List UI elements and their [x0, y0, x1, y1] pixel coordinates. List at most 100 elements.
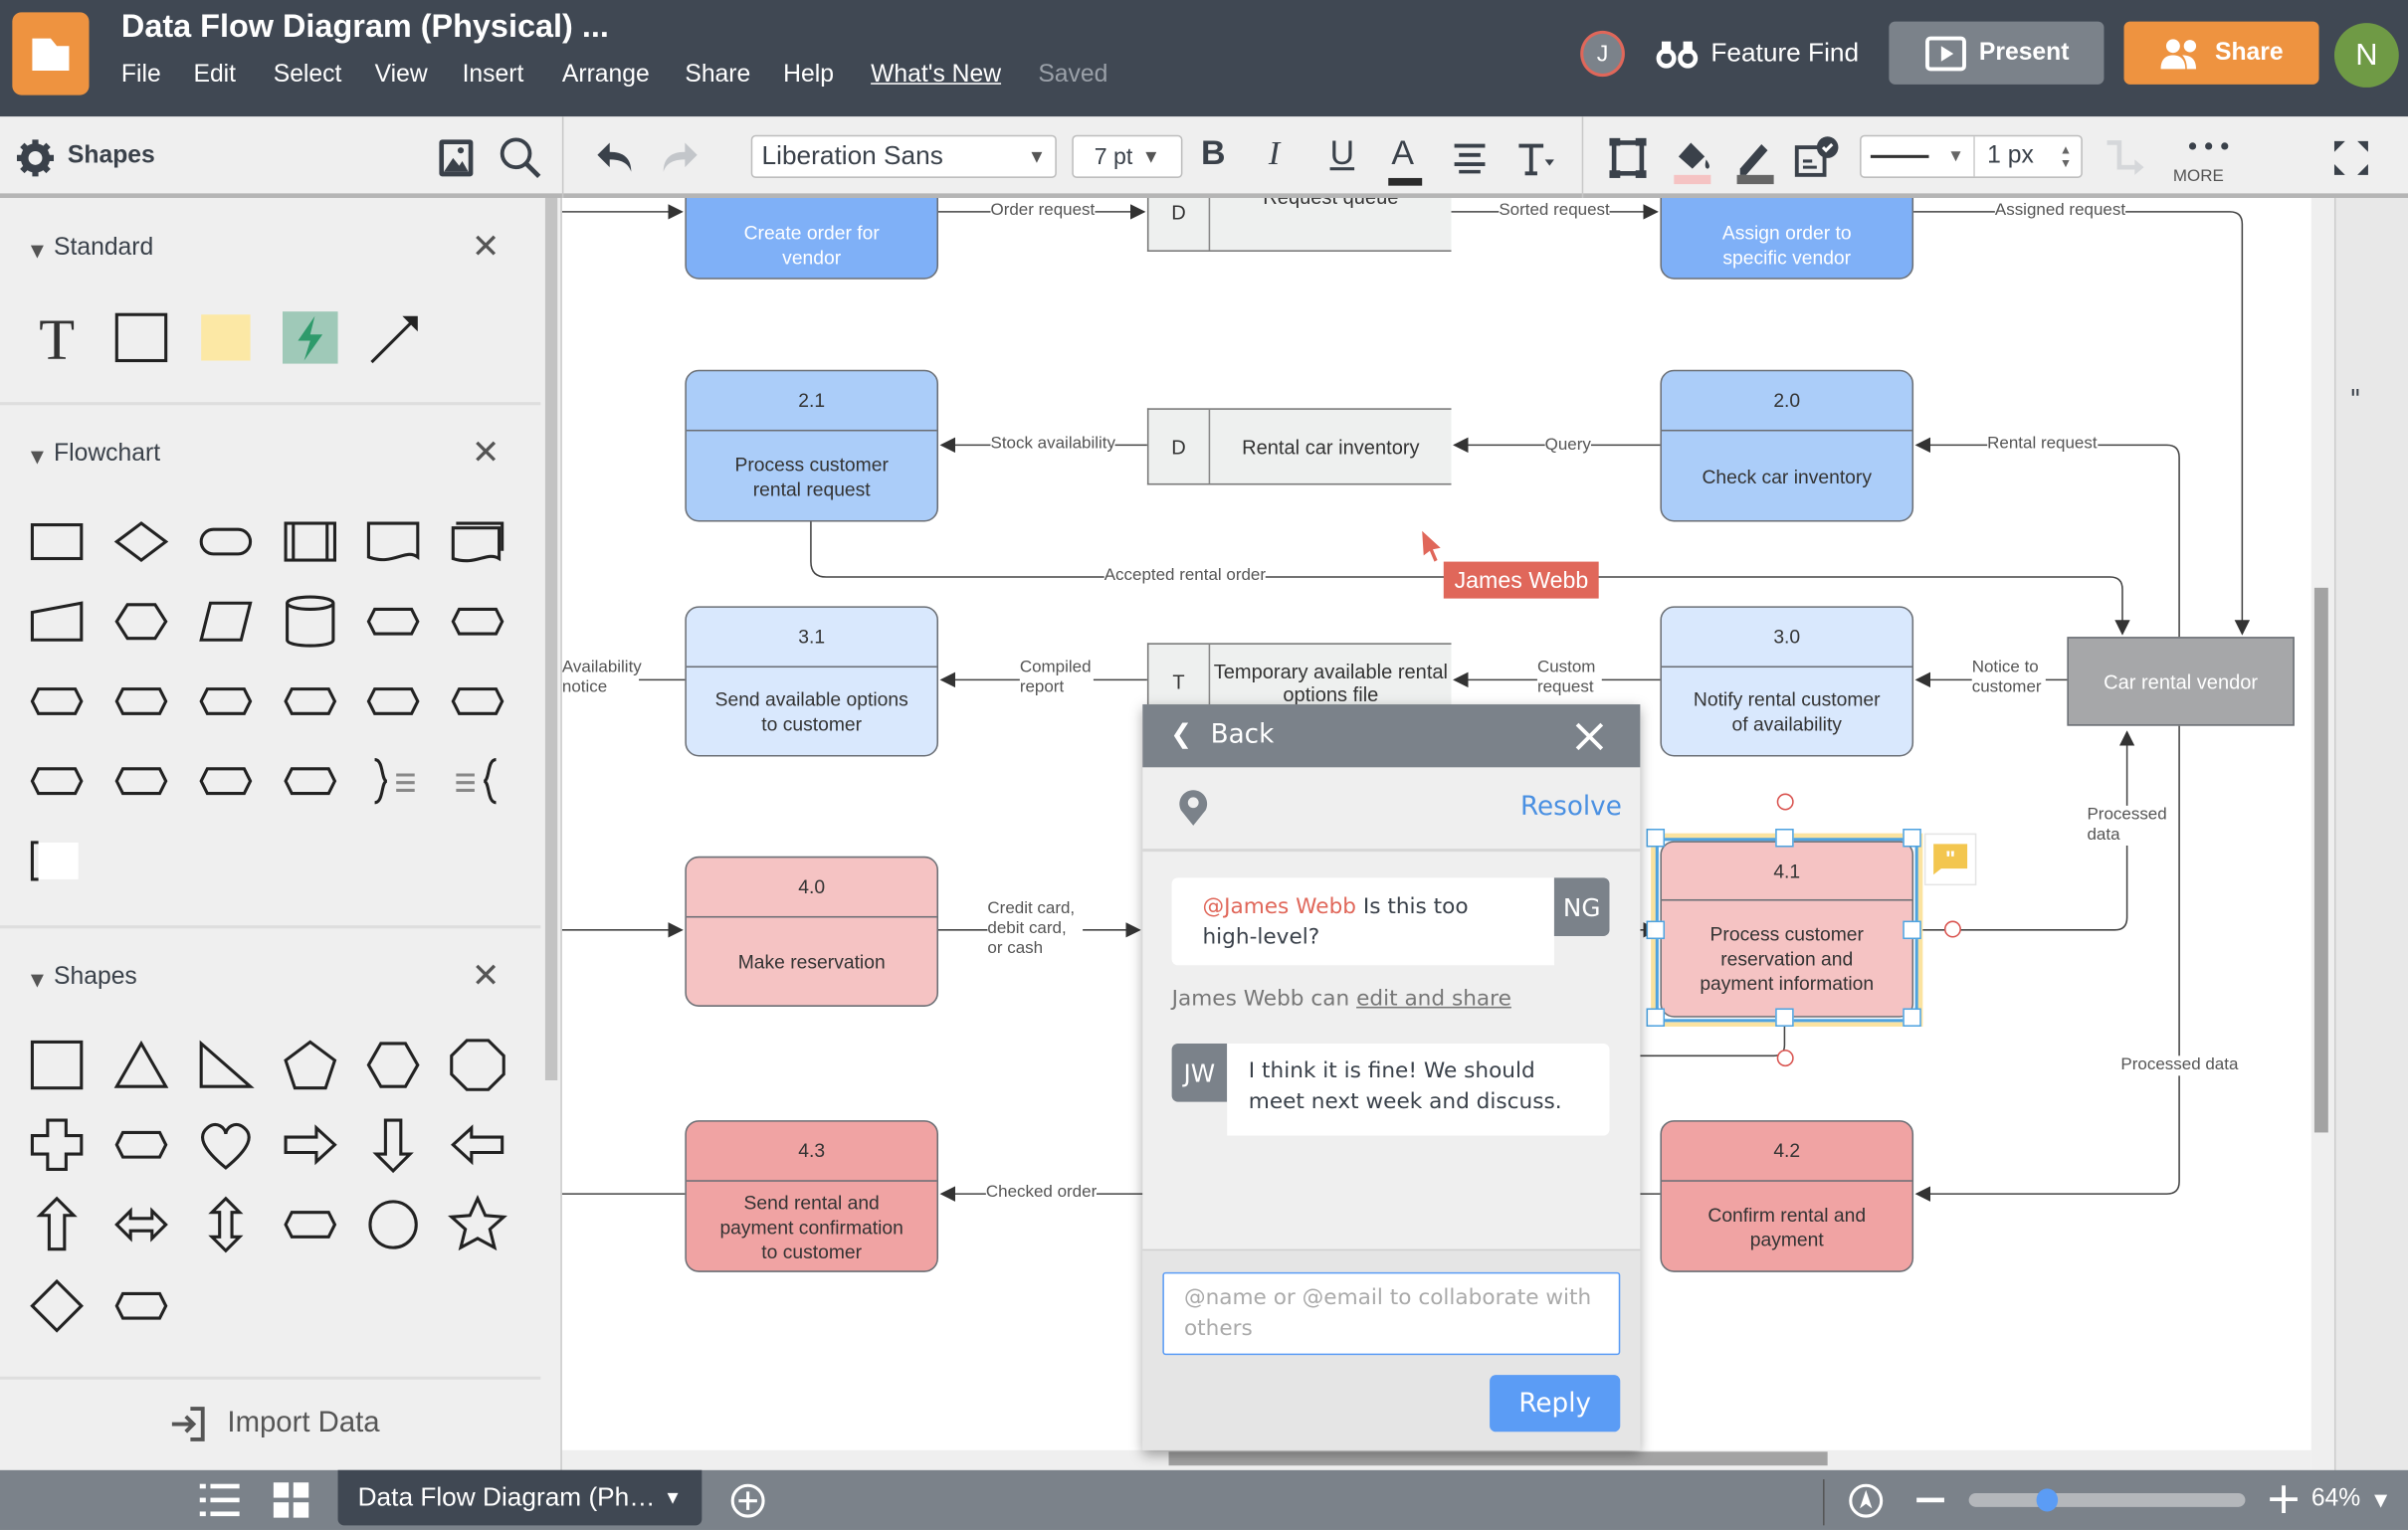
edge-label[interactable]: Accepted rental order: [1104, 566, 1267, 587]
data-linking-icon[interactable]: [2349, 979, 2395, 1025]
shape-arrow[interactable]: [362, 307, 424, 369]
close-icon[interactable]: [1574, 721, 1605, 752]
shape-arrow-up[interactable]: [26, 1194, 88, 1255]
line-pattern-dropdown[interactable]: ▼: [1862, 136, 1975, 177]
shape-star[interactable]: [447, 1194, 508, 1255]
chevron-down-icon[interactable]: ▼: [2374, 1489, 2388, 1510]
shape-right-triangle[interactable]: [195, 1035, 257, 1096]
history-clock-icon[interactable]: [2349, 583, 2395, 629]
fill-color-icon[interactable]: [1671, 135, 1713, 194]
shape-data[interactable]: [195, 591, 257, 653]
zoom-slider-handle[interactable]: [2036, 1488, 2059, 1512]
present-button[interactable]: Present: [1889, 21, 2105, 85]
collapse-triangle-icon[interactable]: ▼: [30, 969, 44, 990]
shape-triangle[interactable]: [110, 1035, 172, 1096]
add-page-icon[interactable]: [729, 1482, 766, 1519]
shape-display[interactable]: [195, 750, 257, 812]
shape-arrow-left[interactable]: [447, 1114, 508, 1176]
line-style-select[interactable]: ▼ 1 px▲▼: [1860, 134, 2083, 178]
search-icon[interactable]: [498, 135, 543, 187]
vertical-scrollbar-thumb[interactable]: [2313, 587, 2328, 1133]
edge-label[interactable]: Processed data: [2120, 1055, 2239, 1076]
menu-view[interactable]: View: [374, 61, 428, 88]
shape-merge[interactable]: [362, 670, 424, 732]
section-title-shapes[interactable]: Shapes: [54, 963, 137, 990]
close-section-icon[interactable]: ✕: [471, 956, 501, 995]
page-tab[interactable]: Data Flow Diagram (Ph…▼: [337, 1469, 702, 1526]
collapse-triangle-icon[interactable]: ▼: [30, 446, 44, 467]
chevron-down-icon[interactable]: ▼: [663, 1486, 683, 1509]
align-icon[interactable]: [1453, 142, 1487, 179]
collapse-panel-icon[interactable]: [2349, 207, 2395, 253]
connection-point[interactable]: [1943, 920, 1961, 938]
menu-select[interactable]: Select: [273, 61, 342, 88]
shape-manual-input[interactable]: [26, 591, 88, 653]
feature-find-button[interactable]: Feature Find: [1656, 31, 1859, 77]
line-color-icon[interactable]: [1733, 135, 1776, 194]
bold-button[interactable]: B: [1200, 133, 1226, 172]
menu-share[interactable]: Share: [685, 61, 751, 88]
shape-or[interactable]: [110, 750, 172, 812]
comment-mention[interactable]: @James Webb: [1202, 894, 1357, 920]
shape-octagon[interactable]: [447, 1035, 508, 1096]
grid-view-icon[interactable]: [273, 1482, 310, 1519]
gear-icon[interactable]: [15, 138, 55, 184]
edge-label[interactable]: Rental request: [1987, 434, 2098, 455]
font-family-select[interactable]: Liberation Sans▼: [750, 134, 1057, 178]
shape-pentagon-handles[interactable]: [110, 1275, 172, 1337]
shape-document[interactable]: [362, 511, 424, 573]
edge-label[interactable]: Stock availability: [990, 434, 1116, 455]
image-icon[interactable]: [438, 138, 475, 184]
text-color-button[interactable]: A: [1391, 133, 1414, 172]
shape-heart[interactable]: [195, 1114, 257, 1176]
shape-arrow-double-horizontal[interactable]: [110, 1194, 172, 1255]
shape-callout[interactable]: [280, 1194, 341, 1255]
edge-label[interactable]: Order request: [990, 201, 1096, 222]
import-data-button[interactable]: Import Data: [169, 1406, 380, 1442]
resize-handle[interactable]: [1903, 1008, 1921, 1027]
document-logo-icon[interactable]: [12, 12, 90, 96]
share-button[interactable]: Share: [2123, 21, 2319, 85]
shape-pentagon[interactable]: [280, 1035, 341, 1096]
shape-brace-right[interactable]: [362, 750, 424, 812]
shape-decision[interactable]: [110, 511, 172, 573]
shape-circle[interactable]: [362, 1194, 424, 1255]
menu-file[interactable]: File: [120, 61, 161, 88]
shape-manual-operation[interactable]: [110, 670, 172, 732]
resize-handle[interactable]: [1775, 1008, 1794, 1027]
resize-handle[interactable]: [1775, 829, 1794, 848]
chat-icon[interactable]: [2349, 880, 2395, 926]
shape-arrow-double-vertical[interactable]: [195, 1194, 257, 1255]
process-node-1.y[interactable]: 1.yAssign order to specific vendor: [1660, 197, 1914, 280]
edge-label[interactable]: Query: [1544, 436, 1591, 457]
shape-summing-junction[interactable]: [26, 750, 88, 812]
shape-preparation[interactable]: [110, 591, 172, 653]
data-store[interactable]: DRequest queue: [1146, 197, 1452, 252]
shape-internal-storage[interactable]: [447, 591, 508, 653]
shape-rectangle[interactable]: [110, 307, 172, 369]
shape-process[interactable]: [26, 511, 88, 573]
edit-and-share-link[interactable]: edit and share: [1356, 986, 1511, 1012]
close-section-icon[interactable]: ✕: [471, 227, 501, 266]
menu-help[interactable]: Help: [783, 61, 834, 88]
shape-delay[interactable]: [195, 670, 257, 732]
undo-icon[interactable]: [594, 138, 637, 181]
shape-predefined-process[interactable]: [280, 511, 341, 573]
resize-handle[interactable]: [1646, 1008, 1666, 1027]
edge-label[interactable]: Checked order: [985, 1183, 1098, 1204]
section-title-flowchart[interactable]: Flowchart: [54, 440, 161, 467]
collapse-triangle-icon[interactable]: ▼: [30, 241, 44, 262]
connection-point[interactable]: [1776, 1050, 1794, 1067]
page-settings-icon[interactable]: [2349, 286, 2395, 331]
layers-icon[interactable]: [2349, 681, 2395, 727]
list-view-icon[interactable]: [199, 1482, 240, 1519]
location-pin-icon[interactable]: [1176, 789, 1210, 829]
resize-handle[interactable]: [1646, 920, 1666, 940]
menu-insert[interactable]: Insert: [462, 61, 524, 88]
resize-handle[interactable]: [1646, 829, 1666, 848]
edge-label[interactable]: Processed data: [2087, 805, 2176, 846]
